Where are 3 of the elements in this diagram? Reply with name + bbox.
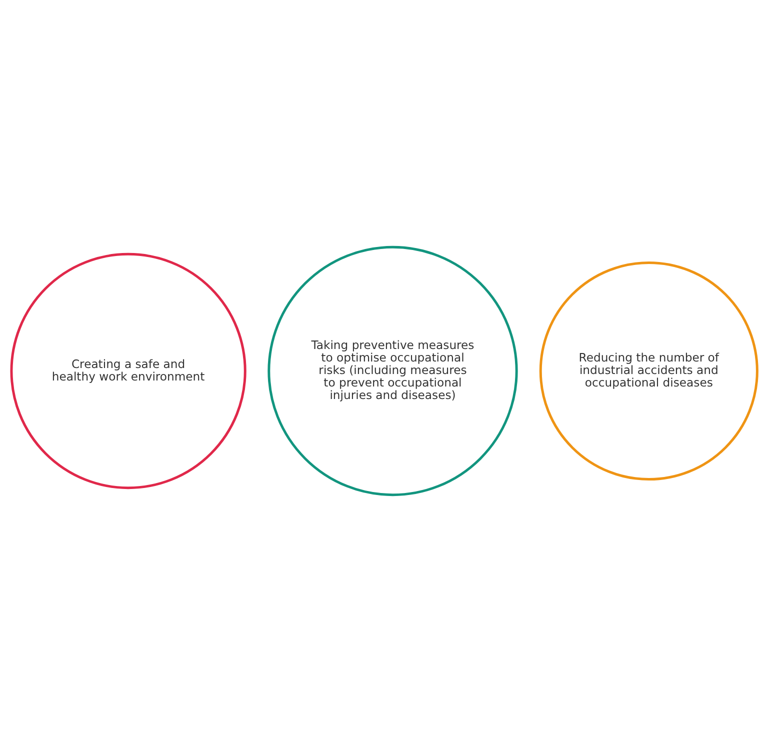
- node-circle: Taking preventive measures to optimise occupational risks (including measures to prevent occupational injuries and diseases): [268, 246, 518, 496]
- node-circle: Reducing the number of industrial accidents and occupational diseases: [539, 261, 758, 481]
- node-circle: Creating a safe and healthy work environment: [10, 252, 246, 490]
